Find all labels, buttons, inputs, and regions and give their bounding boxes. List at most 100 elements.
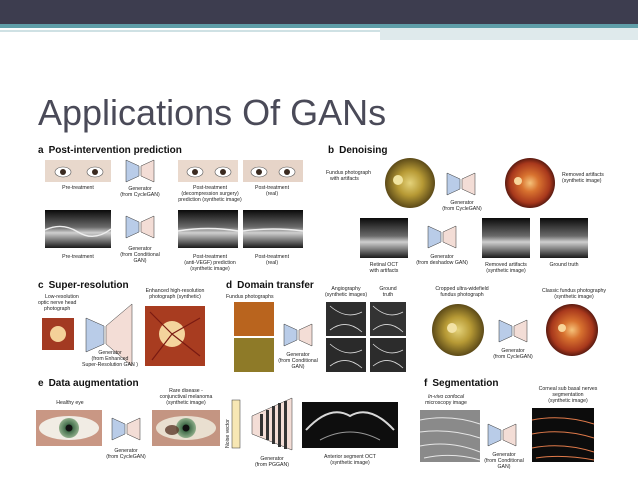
svg-text:Post-treatment(real): Post-treatment(real) [255,185,290,197]
caption-f-out-l2: segmentation [552,392,583,398]
svg-text:Post-treatment(decompression s: Post-treatment(decompression surgery)pre… [178,185,242,203]
fundus-removed-artifacts-image [505,158,555,208]
svg-text:Classic fundus photography(syn: Classic fundus photography(synthetic ima… [542,288,606,300]
caption-a-real1-l1: Post-treatment [255,185,290,191]
caption-a-post1-l2: (decompression surgery) [181,191,239,197]
header-bar [0,0,638,24]
panel-a: a Post-intervention prediction Pre-treatm… [38,145,304,272]
caption-c-gen-l2: (from Enhanced [92,356,129,362]
caption-d-gen-l1: Generator [286,352,310,358]
caption-d-ang-l1: Angiography [331,286,361,292]
caption-d-crop-l2: fundus photograph [440,292,483,298]
caption-a-gen2-l1: Generator [128,246,152,252]
panel-e-title: Data augmentation [49,378,139,389]
caption-a-pre2: Pre-treatment [62,254,94,260]
caption-b-in1-l2: with artifacts [330,176,359,182]
svg-text:Generator(from CycleGAN): Generator(from CycleGAN) [120,186,160,198]
ground-truth-angiography-image [370,302,406,336]
caption-f-out-l3: (synthetic image) [548,398,588,404]
caption-b-in1-l1: Fundus photograph [326,170,371,176]
caption-e-oct-l2: (synthetic image) [330,460,370,466]
caption-a-gen1-l2: (from CycleGAN) [120,192,160,198]
slide-title: Applications Of GANs [38,92,387,133]
caption-e-in: Healthy eye [56,400,84,406]
caption-b-gen1-l1: Generator [450,200,474,206]
oct-removed-artifacts-image [482,218,530,258]
caption-a-post2-l3: (synthetic image) [190,266,230,272]
caption-e-gen2-l2: (from PGGAN) [255,462,289,468]
generator-icon [283,323,313,347]
caption-a-gen2-l3: GAN) [134,258,147,264]
generator-icon [487,423,517,447]
fundus-photographs-image [234,302,274,336]
anterior-segment-oct-image [302,402,398,448]
caption-c-gen-l3: Super-Resolution GAN ) [82,362,138,368]
caption-b-out2-l2: (synthetic image) [486,268,526,274]
caption-b-gen2-l2: (from deshadow GAN) [416,260,468,266]
panel-f-letter: f [424,378,428,389]
caption-a-pre1: Pre-treatment [62,185,94,191]
caption-d-crop-l1: Cropped ultra-widefield [435,286,488,292]
panel-c-letter: c [38,280,44,291]
svg-text:Angiography(synthetic images): Angiography(synthetic images) [325,286,367,298]
pre-treatment-oct-image [45,210,111,248]
svg-text:Generator(from CycleGAN): Generator(from CycleGAN) [442,200,482,212]
classic-fundus-image [546,304,598,356]
caption-a-post1-l3: prediction (synthetic image) [178,197,242,203]
caption-f-in-l1: In-vivo confocal [428,394,465,400]
caption-b-truth: Ground truth [549,262,578,268]
retinal-oct-with-artifacts-image [360,218,408,258]
panel-d-letter: d [226,280,232,291]
panel-f-title: Segmentation [432,378,498,389]
caption-d-ang-l2: (synthetic images) [325,292,367,298]
accent-stripe [0,24,638,28]
caption-c-in-l3: photograph [44,306,70,312]
pggan-generator-icon [251,397,293,451]
caption-d-gen-l2: (from Conditional [278,358,318,364]
caption-a-real1-l2: (real) [266,191,278,197]
caption-b-out1-l1: Removed artifacts [562,172,604,178]
caption-c-out-l2: photograph (synthetic) [149,294,201,300]
svg-text:Post-treatment(anti-VEGF) pred: Post-treatment(anti-VEGF) prediction(syn… [184,254,236,272]
svg-text:Removed artifacts(synthetic im: Removed artifacts(synthetic image) [562,172,604,184]
generator-icon [498,319,528,343]
panel-a-title: Post-intervention prediction [49,145,182,156]
ultra-widefield-fundus-image [432,304,484,356]
svg-text:Generator(from CycleGAN): Generator(from CycleGAN) [493,348,533,360]
caption-b-gen1-l2: (from CycleGAN) [442,206,482,212]
fundus-with-artifacts-image [385,158,435,208]
caption-a-post2-l2: (anti-VEGF) prediction [184,260,236,266]
caption-d-gen2-l1: Generator [501,348,525,354]
caption-a-real2-l1: Post-treatment [255,254,290,260]
panel-a-letter: a [38,145,44,156]
caption-f-gen-l2: (from Conditional [484,458,524,464]
caption-a-gen2-l2: (from Conditional [120,252,160,258]
caption-d-gen-l3: GAN) [292,364,305,370]
caption-d-classic-l1: Classic fundus photography [542,288,606,294]
panel-e-letter: e [38,378,44,389]
accent-line [0,30,380,32]
caption-c-gen-l1: Generator [98,350,122,356]
svg-text:Anterior segment OCT(synthetic: Anterior segment OCT(synthetic image) [324,454,377,466]
caption-e-gen-l2: (from CycleGAN) [106,454,146,460]
caption-d-truth-l1: Ground [379,286,396,292]
panel-b-letter: b [328,145,334,156]
generator-icon [125,215,155,239]
